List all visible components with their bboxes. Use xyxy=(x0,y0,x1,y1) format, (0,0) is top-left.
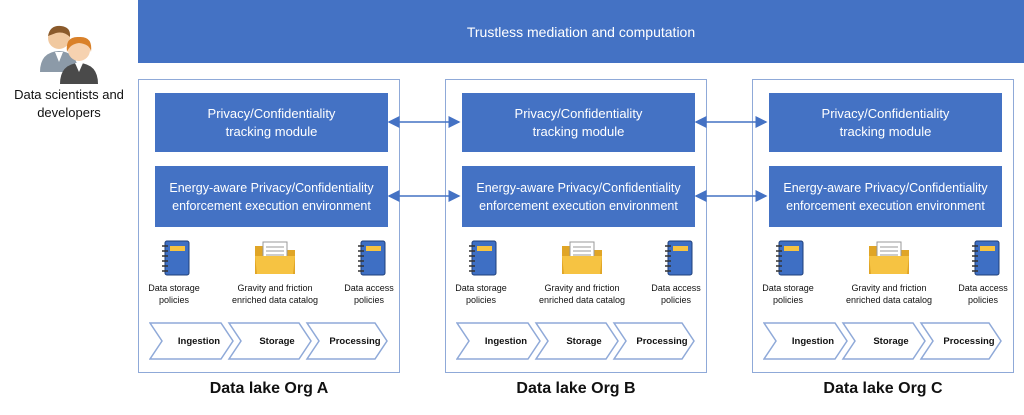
step-processing: Processing xyxy=(329,336,381,347)
enforcement-environment: Energy-aware Privacy/Confidentiality enf… xyxy=(462,166,695,227)
tracking-line2: tracking module xyxy=(532,123,625,139)
access-policies-line1: Data access xyxy=(344,283,394,293)
enforcement-environment: Energy-aware Privacy/Confidentiality enf… xyxy=(769,166,1002,227)
org-c-title: Data lake Org C xyxy=(823,380,943,397)
pipeline-steps xyxy=(456,322,695,360)
access-policies-line2: policies xyxy=(967,295,998,305)
storage-policies-line1: Data storage xyxy=(455,283,507,293)
catalog-label: Gravity and friction enriched data catal… xyxy=(223,282,327,306)
notebook-icon xyxy=(776,240,804,276)
storage-chevron xyxy=(534,322,619,360)
processing-chevron xyxy=(919,322,1002,360)
storage-policies-line1: Data storage xyxy=(148,283,200,293)
users-label-line2: developers xyxy=(37,105,101,120)
banner-label: Trustless mediation and computation xyxy=(466,23,696,40)
storage-policies-line1: Data storage xyxy=(762,283,814,293)
ingestion-chevron xyxy=(149,322,234,360)
users-icon xyxy=(40,25,98,84)
data-lake-org-c: Privacy/Confidentiality tracking module … xyxy=(752,79,1014,373)
tracking-module: Privacy/Confidentiality tracking module xyxy=(462,93,695,152)
ingestion-chevron xyxy=(456,322,541,360)
org-a-title: Data lake Org A xyxy=(209,380,329,397)
storage-policies-line2: policies xyxy=(465,295,496,305)
org-b-title: Data lake Org B xyxy=(516,380,636,397)
tracking-line2: tracking module xyxy=(225,123,318,139)
notebook-icon xyxy=(972,240,1000,276)
storage-chevron xyxy=(841,322,926,360)
step-ingestion: Ingestion xyxy=(177,336,221,347)
enforcement-line1: Energy-aware Privacy/Confidentiality xyxy=(783,180,988,195)
step-storage: Storage xyxy=(566,336,602,347)
tracking-module: Privacy/Confidentiality tracking module xyxy=(769,93,1002,152)
folder-icon xyxy=(255,241,295,274)
storage-policies-label: Data storage policies xyxy=(448,282,514,306)
pipeline-steps xyxy=(149,322,388,360)
access-policies-line1: Data access xyxy=(651,283,701,293)
tracking-module: Privacy/Confidentiality tracking module xyxy=(155,93,388,152)
enforcement-line1: Energy-aware Privacy/Confidentiality xyxy=(476,180,681,195)
access-policies-line2: policies xyxy=(353,295,384,305)
step-ingestion: Ingestion xyxy=(791,336,835,347)
enforcement-line2: enforcement execution environment xyxy=(479,198,678,213)
users-label: Data scientists and developers xyxy=(4,86,134,122)
trustless-mediation-banner: Trustless mediation and computation xyxy=(138,0,1024,63)
folder-icon xyxy=(869,241,909,274)
notebook-icon xyxy=(162,240,190,276)
pipeline-steps xyxy=(763,322,1002,360)
ingestion-chevron xyxy=(763,322,848,360)
storage-chevron xyxy=(227,322,312,360)
access-policies-label: Data access policies xyxy=(337,282,401,306)
enforcement-line2: enforcement execution environment xyxy=(172,198,371,213)
access-policies-line2: policies xyxy=(660,295,691,305)
catalog-line1: Gravity and friction xyxy=(851,283,927,293)
folder-icon xyxy=(562,241,602,274)
enforcement-environment: Energy-aware Privacy/Confidentiality enf… xyxy=(155,166,388,227)
access-policies-line1: Data access xyxy=(958,283,1008,293)
data-lake-org-a: Privacy/Confidentiality tracking module … xyxy=(138,79,400,373)
storage-policies-label: Data storage policies xyxy=(141,282,207,306)
step-processing: Processing xyxy=(943,336,995,347)
processing-chevron xyxy=(612,322,695,360)
enforcement-line2: enforcement execution environment xyxy=(786,198,985,213)
storage-policies-label: Data storage policies xyxy=(755,282,821,306)
data-scientists-group: Data scientists and developers xyxy=(4,22,134,122)
catalog-line2: enriched data catalog xyxy=(231,295,319,305)
catalog-label: Gravity and friction enriched data catal… xyxy=(530,282,634,306)
tracking-line1: Privacy/Confidentiality xyxy=(514,105,643,121)
catalog-line2: enriched data catalog xyxy=(845,295,933,305)
notebook-icon xyxy=(358,240,386,276)
catalog-line1: Gravity and friction xyxy=(544,283,620,293)
catalog-line2: enriched data catalog xyxy=(538,295,626,305)
tracking-line1: Privacy/Confidentiality xyxy=(207,105,336,121)
tracking-line1: Privacy/Confidentiality xyxy=(821,105,950,121)
storage-policies-line2: policies xyxy=(772,295,803,305)
step-storage: Storage xyxy=(873,336,909,347)
notebook-icon xyxy=(665,240,693,276)
catalog-label: Gravity and friction enriched data catal… xyxy=(837,282,941,306)
catalog-line1: Gravity and friction xyxy=(237,283,313,293)
notebook-icon xyxy=(469,240,497,276)
step-processing: Processing xyxy=(636,336,688,347)
enforcement-line1: Energy-aware Privacy/Confidentiality xyxy=(169,180,374,195)
users-label-line1: Data scientists and xyxy=(14,87,124,102)
step-ingestion: Ingestion xyxy=(484,336,528,347)
processing-chevron xyxy=(305,322,388,360)
access-policies-label: Data access policies xyxy=(644,282,708,306)
storage-policies-line2: policies xyxy=(158,295,189,305)
tracking-line2: tracking module xyxy=(839,123,932,139)
data-lake-org-b: Privacy/Confidentiality tracking module … xyxy=(445,79,707,373)
access-policies-label: Data access policies xyxy=(951,282,1015,306)
step-storage: Storage xyxy=(259,336,295,347)
